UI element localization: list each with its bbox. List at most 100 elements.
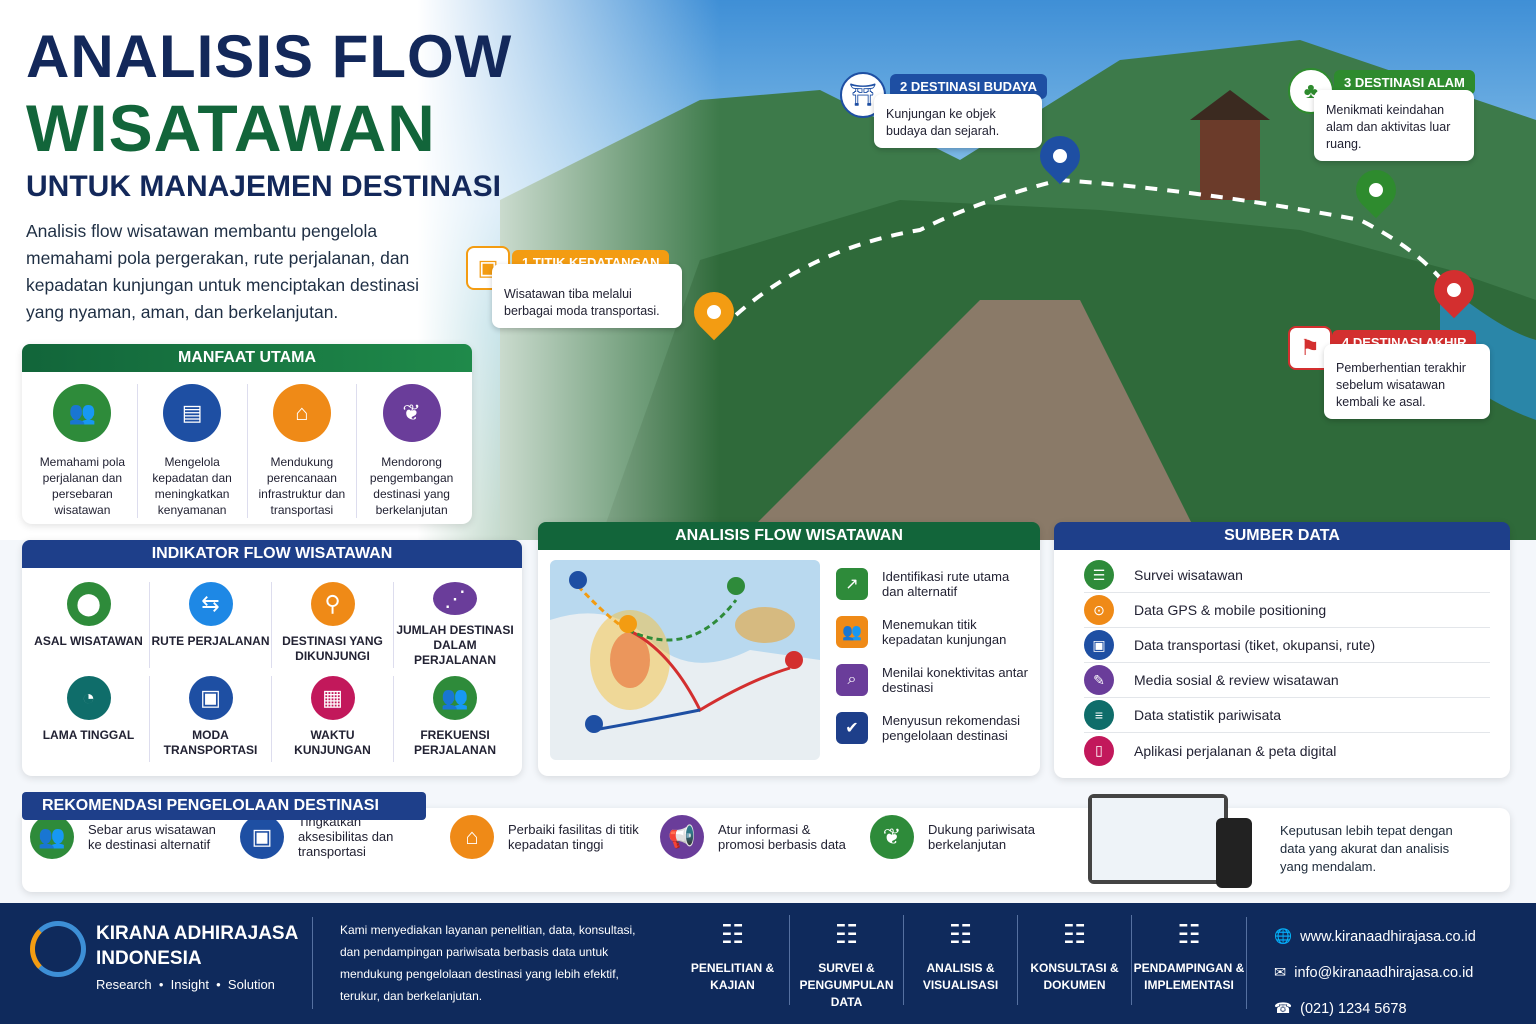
manfaat-card: MANFAAT UTAMA 👥Memahami pola perjalanan …: [22, 344, 472, 524]
analisis-title: ANALISIS FLOW WISATAWAN: [538, 522, 1040, 550]
mail-icon: ✉: [1274, 965, 1287, 981]
manfaat-text: Memahami pola perjalanan dan persebaran …: [39, 455, 126, 517]
group-icon: 👥: [433, 676, 477, 720]
service-label: PENDAMPINGAN & IMPLEMENTASI: [1133, 961, 1245, 992]
manfaat-item: ❦ Mendorong pengembangan destinasi yang b…: [357, 384, 466, 518]
building-icon: ⌂: [450, 814, 494, 859]
indikator-card: INDIKATOR FLOW WISATAWAN ⬤ASAL WISATAWAN…: [22, 540, 522, 776]
service-label: KONSULTASI & DOKUMEN: [1030, 961, 1119, 992]
service-label: SURVEI & PENGUMPULAN DATA: [799, 961, 894, 1009]
leaf-icon: ❦: [382, 384, 441, 442]
map-pin-icon: [1031, 127, 1089, 185]
service-icon: ☷: [834, 919, 859, 949]
email-link[interactable]: ✉ info@kiranaadhirajasa.co.id: [1274, 955, 1476, 991]
building-icon: ⌂: [272, 384, 331, 442]
website-link[interactable]: 🌐 www.kiranaadhirajasa.co.id: [1274, 919, 1476, 955]
manfaat-item: 👥Memahami pola perjalanan dan persebaran…: [28, 384, 138, 518]
service-item: ☷ SURVEI & PENGUMPULAN DATA: [790, 915, 904, 1009]
indikator-text: LAMA TINGGAL: [42, 728, 135, 742]
indikator-item: ⇆ RUTE PERJALANAN: [150, 582, 272, 668]
manfaat-text: Mendorong pengembangan destinasi yang be…: [369, 455, 454, 517]
divider: [1246, 917, 1247, 1009]
indikator-text: FREKUENSI PERJALANAN: [413, 728, 496, 757]
pin-2: [1031, 127, 1089, 185]
phone-link[interactable]: ☎ (021) 1234 5678: [1274, 991, 1476, 1024]
flow-map: [550, 560, 820, 760]
title-line2: WISATAWAN: [26, 91, 436, 165]
analisis-item: ⌕Menilai konektivitas antar destinasi: [836, 664, 1032, 696]
phone-icon: ☎: [1274, 1001, 1293, 1017]
phone-illustration: [1216, 818, 1252, 888]
pin-1: [685, 283, 743, 341]
stop-note: Wisatawan tiba melalui berbagai moda tra…: [492, 264, 682, 328]
rekomendasi-item: 👥Sebar arus wisatawan ke destinasi alter…: [30, 814, 222, 859]
leaf-icon: ❦: [870, 814, 914, 859]
manfaat-text: Mengelola kepadatan dan meningkatkan ken…: [152, 455, 232, 517]
company-tagline: Research • Insight • Solution: [96, 977, 275, 992]
map-pin-icon: [685, 283, 743, 341]
map-pin-icon: [1425, 261, 1483, 319]
magnifier-icon: ⌕: [836, 664, 868, 696]
analisis-text: Identifikasi rute utama dan alternatif: [882, 569, 1010, 599]
clock-icon: ◔: [66, 676, 111, 720]
services-list: ☷PENELITIAN & KAJIAN ☷ SURVEI & PENGUMPULA…: [676, 915, 1246, 1009]
manfaat-item: ⌂ Mendukung perencanaan infrastruktur dan…: [248, 384, 358, 518]
company-name-2: INDONESIA: [96, 948, 202, 969]
bus-icon: ▣: [1084, 630, 1114, 660]
indikator-text: MODA TRANSPORTASI: [163, 728, 258, 757]
database-icon: ≡: [1084, 700, 1114, 730]
sumber-item: ✎Media sosial & review wisatawan: [1084, 663, 1490, 698]
rekomendasi-text: Atur informasi & promosi berbasis data: [718, 821, 846, 852]
gps-icon: ⊙: [1084, 595, 1114, 625]
rekomendasi-item: 📢Atur informasi & promosi berbasis data: [660, 814, 852, 859]
indikator-item: 👥 FREKUENSI PERJALANAN: [394, 676, 516, 762]
indikator-text: RUTE PERJALANAN: [151, 634, 270, 648]
title-line1: ANALISIS FLOW: [26, 23, 513, 90]
sumber-text: Media sosial & review wisatawan: [1134, 672, 1339, 688]
sumber-text: Survei wisatawan: [1134, 567, 1243, 583]
divider: [312, 917, 313, 1009]
rekomendasi-card: 👥Sebar arus wisatawan ke destinasi alter…: [22, 794, 1510, 892]
indikator-item: ⚲DESTINASI YANG DIKUNJUNGI: [272, 582, 394, 668]
manfaat-text: Mendukung perencanaan infrastruktur dan …: [258, 455, 346, 517]
chart-up-icon: ↗: [836, 568, 868, 600]
manfaat-item: ▤Mengelola kepadatan dan meningkatkan ke…: [138, 384, 248, 518]
indikator-list: ⬤ASAL WISATAWAN ⇆ RUTE PERJALANAN⚲DESTINAS…: [22, 568, 522, 762]
stop-note: Pemberhentian terakhir sebelum wisatawan…: [1324, 344, 1490, 419]
indikator-item: ⋰JUMLAH DESTINASI DALAM PERJALANAN: [394, 582, 516, 668]
pin-icon: ⬤: [66, 582, 111, 626]
website-text: www.kiranaadhirajasa.co.id: [1300, 929, 1476, 945]
sumber-text: Data statistik pariwisata: [1134, 707, 1282, 723]
manfaat-list: 👥Memahami pola perjalanan dan persebaran…: [22, 372, 472, 530]
bus-icon: ▣: [240, 814, 284, 859]
footer: KIRANA ADHIRAJASA INDONESIA Research • I…: [0, 903, 1536, 1024]
sumber-item: ▣Data transportasi (tiket, okupansi, rut…: [1084, 628, 1490, 663]
crowd-icon: 👥: [836, 616, 868, 648]
indikator-item: ⬤ASAL WISATAWAN: [28, 582, 150, 668]
company-description: Kami menyediakan layanan penelitian, dat…: [340, 923, 636, 1003]
rekomendasi-text: Tingkatkan aksesibilitas dan transportas…: [298, 814, 394, 859]
calendar-icon: ▦: [310, 676, 355, 720]
phone-icon: ▯: [1084, 735, 1114, 766]
service-item: ☷PENDAMPINGAN & IMPLEMENTASI: [1132, 915, 1246, 1005]
analisis-text: Menemukan titik kepadatan kunjungan: [882, 617, 1007, 647]
service-icon: ☷: [1062, 919, 1087, 949]
sumber-list: ☰Survei wisatawan⊙Data GPS & mobile posi…: [1054, 550, 1510, 768]
service-item: ☷ANALISIS & VISUALISASI: [904, 915, 1018, 1005]
phone-text: (021) 1234 5678: [1300, 1001, 1407, 1017]
rekomendasi-list: 👥Sebar arus wisatawan ke destinasi alter…: [30, 814, 1062, 859]
people-icon: 👥: [30, 814, 74, 859]
analisis-list: ↗ Identifikasi rute utama dan alternatif 👥…: [836, 568, 1032, 760]
stop-3: ♣ 3 DESTINASI ALAM Menikmati keindahan a…: [1288, 68, 1475, 161]
rekomendasi-closing: Keputusan lebih tepat dengan data yang a…: [1280, 823, 1453, 874]
rekomendasi-title: REKOMENDASI PENGELOLAAN DESTINASI: [22, 792, 426, 820]
signpost-icon: ⇆: [188, 582, 233, 626]
service-item: ☷PENELITIAN & KAJIAN: [676, 915, 790, 1005]
pin-4: [1425, 261, 1483, 319]
hero-landscape: [0, 0, 1536, 540]
indikator-title: INDIKATOR FLOW WISATAWAN: [22, 540, 522, 568]
stop-2: ⛩ 2 DESTINASI BUDAYA Kunjungan ke objek …: [840, 72, 1048, 148]
service-item: ☷ KONSULTASI & DOKUMEN: [1018, 915, 1132, 1005]
service-label: ANALISIS & VISUALISASI: [922, 961, 999, 992]
manfaat-title: MANFAAT UTAMA: [22, 344, 472, 372]
